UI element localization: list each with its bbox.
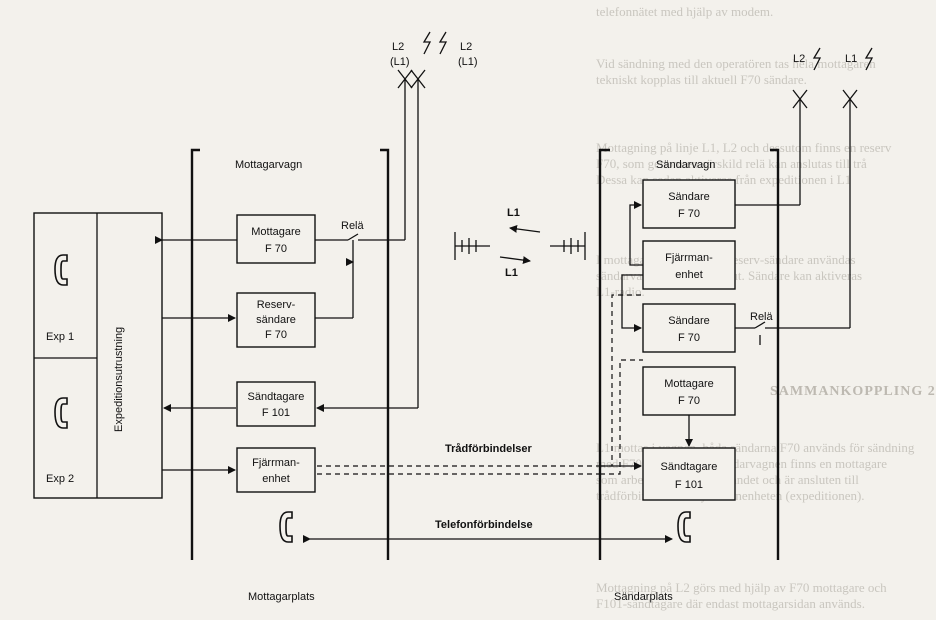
antenna-icon xyxy=(792,47,874,109)
sandtagare-f101-left-box xyxy=(236,381,316,427)
ant-left-a2: (L1) xyxy=(390,56,410,68)
mottagare-f70-left-box xyxy=(236,214,316,264)
phone-icon xyxy=(677,511,691,543)
trad-label: Trådförbindelser xyxy=(445,443,533,455)
mottagarplats-label: Mottagarplats xyxy=(248,591,315,603)
fjarr-right-line1: Fjärrman- xyxy=(665,252,713,264)
expedition-frame xyxy=(33,212,163,499)
rela-right-switch xyxy=(754,321,766,329)
trad-to-fjarr-dash-2 xyxy=(600,359,643,475)
radio-link-diagram: Exp 1 Exp 2 Expeditionsutrustning Mottag… xyxy=(33,31,874,603)
fjarr-left-line1: Fjärrman- xyxy=(252,457,300,469)
rela-left-label: Relä xyxy=(341,220,365,232)
link-l1-bottom: L1 xyxy=(505,267,518,279)
antenna-icon xyxy=(397,31,448,89)
sandtagare-right-line1: Sändtagare xyxy=(661,461,718,473)
background-text-top: telefonnätet med hjälp av modem. xyxy=(596,4,774,19)
exp1-label: Exp 1 xyxy=(46,331,74,343)
mottagarvagn-right-bracket xyxy=(380,148,390,560)
sandtagare-left-line1: Sändtagare xyxy=(248,391,305,403)
mottagarvagn-label: Mottagarvagn xyxy=(235,159,302,171)
ant-left-a: L2 xyxy=(392,41,404,53)
fjarr-to-sandare-top xyxy=(629,201,643,266)
mottagarvagn-left-bracket xyxy=(190,148,200,560)
telefon-label: Telefonförbindelse xyxy=(435,519,533,531)
mottagare-left-line1: Mottagare xyxy=(251,226,301,238)
reserv-sandare-box xyxy=(236,292,316,348)
exp2-label: Exp 2 xyxy=(46,473,74,485)
ant-right-b: L1 xyxy=(845,53,857,65)
sandare-mid-line1: Sändare xyxy=(668,315,710,327)
mottagare-right-line1: Mottagare xyxy=(664,378,714,390)
rela-right-label: Relä xyxy=(750,311,774,323)
trad-to-fjarr-dash-1 xyxy=(600,294,643,467)
fjarrmanenhet-left-box xyxy=(236,447,316,493)
sandare-mid-line2: F 70 xyxy=(678,332,700,344)
sandtagare-left-line2: F 101 xyxy=(262,407,290,419)
radio-link-l1 xyxy=(454,224,586,265)
mottagare-right-line2: F 70 xyxy=(678,395,700,407)
phone-icon xyxy=(54,254,68,286)
sandare-top-line2: F 70 xyxy=(678,208,700,220)
sandarvagn-left-bracket xyxy=(598,148,610,560)
mottagare-f70-right-box xyxy=(642,366,736,416)
sandarvagn-label: Sändarvagn xyxy=(656,159,715,171)
sandare-f70-top-box xyxy=(642,179,736,229)
link-l1-top: L1 xyxy=(507,207,520,219)
background-text-block-1: Vid sändning med den operatören tas hela… xyxy=(596,56,876,87)
sandare-f70-mid-box xyxy=(642,303,736,353)
background-text-block-5: Mottagning på L2 görs med hjälp av F70 m… xyxy=(596,580,887,611)
sandare-top-line1: Sändare xyxy=(668,191,710,203)
reserv-line3: F 70 xyxy=(265,329,287,341)
ant-left-b: L2 xyxy=(460,41,472,53)
fjarr-right-line2: enhet xyxy=(675,269,703,281)
sandtagare-right-line2: F 101 xyxy=(675,479,703,491)
mottagare-left-line2: F 70 xyxy=(265,243,287,255)
phone-icon xyxy=(54,397,68,429)
expedition-label: Expeditionsutrustning xyxy=(113,327,125,432)
phone-icon xyxy=(279,511,293,543)
ant-right-a: L2 xyxy=(793,53,805,65)
sandarplats-label: Sändarplats xyxy=(614,591,673,603)
background-heading: SAMMANKOPPLING 2 xyxy=(770,384,936,399)
reserv-line2: sändare xyxy=(256,314,296,326)
reserv-line1: Reserv- xyxy=(257,299,296,311)
fjarr-left-line2: enhet xyxy=(262,473,290,485)
fjarr-to-sandare-mid xyxy=(621,274,643,332)
sandarvagn-right-bracket xyxy=(770,148,780,560)
sandtagare-f101-right-box xyxy=(642,447,736,501)
rela-left-switch xyxy=(347,233,359,241)
fjarrmanenhet-right-box xyxy=(642,240,736,290)
ant-left-b2: (L1) xyxy=(458,56,478,68)
